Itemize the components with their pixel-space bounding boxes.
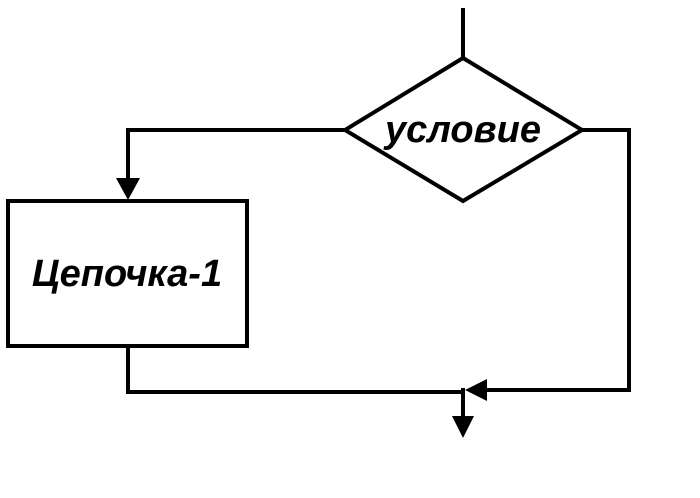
right-branch-arrow <box>465 379 487 401</box>
right-branch-line <box>482 128 631 392</box>
left-branch-arrow <box>116 178 140 200</box>
process-box <box>6 199 249 348</box>
decision-label: условие <box>383 109 541 151</box>
left-branch-line <box>126 128 347 184</box>
process-label: Цепочка-1 <box>32 253 222 295</box>
process-exit-line <box>126 344 465 394</box>
exit-arrow <box>452 416 474 438</box>
decision-diamond <box>341 55 586 204</box>
